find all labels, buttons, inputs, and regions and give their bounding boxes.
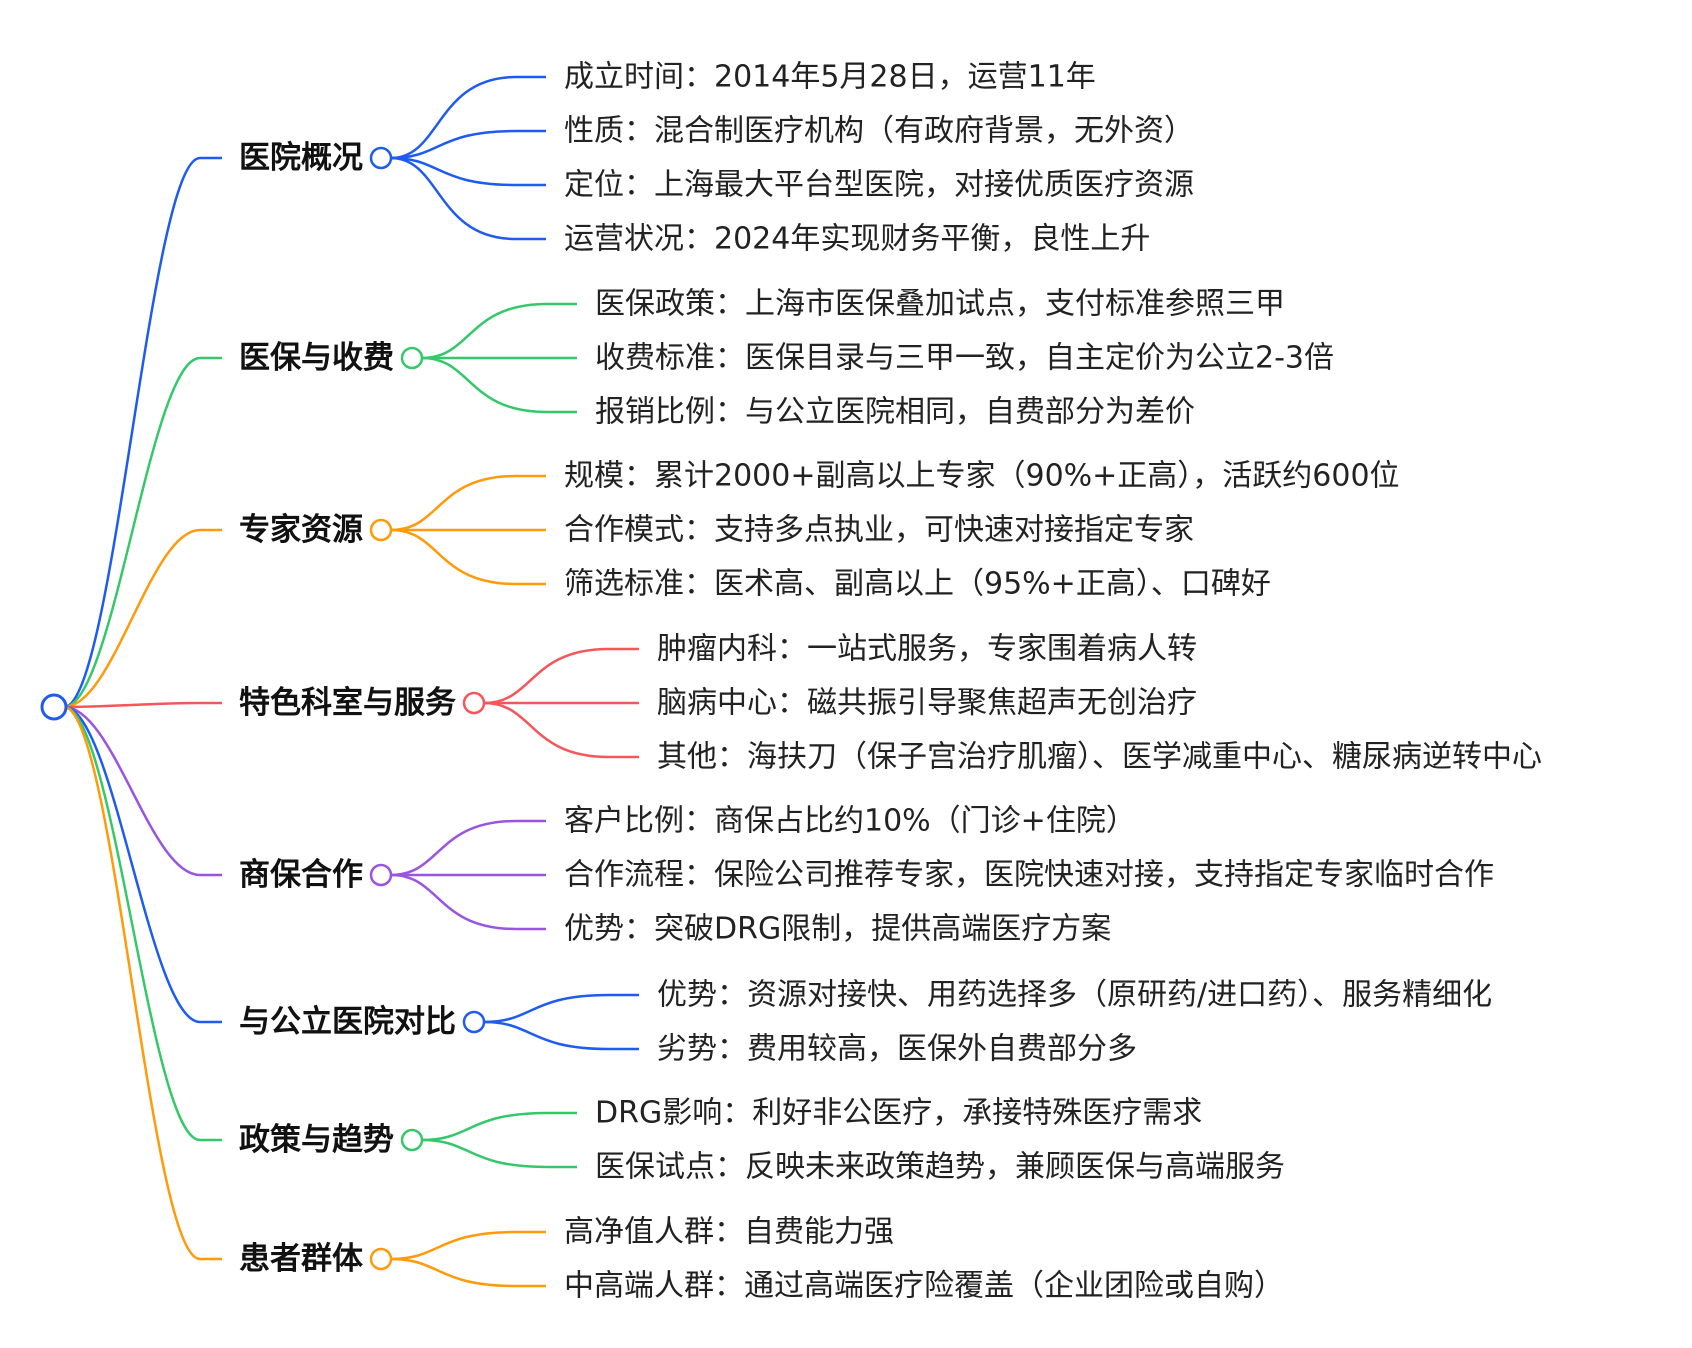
leaf-connector	[390, 156, 546, 241]
leaf-connector	[421, 1111, 577, 1142]
branch-label[interactable]: 患者群体	[239, 1241, 363, 1277]
leaf-node[interactable]: 合作模式：支持多点执业，可快速对接指定专家	[564, 513, 1194, 548]
leaf-node[interactable]: 中高端人群：通过高端医疗险覆盖（企业团险或自购）	[564, 1269, 1284, 1304]
leaf-connector	[421, 1138, 577, 1169]
leaf-node[interactable]: 高净值人群：自费能力强	[564, 1215, 894, 1250]
branch-label[interactable]: 专家资源	[239, 512, 363, 548]
branch-label[interactable]: 医院概况	[239, 140, 363, 176]
branch-6: 与公立医院对比 优势：资源对接快、用药选择多（原研药/进口药）、服务精细化劣势：费…	[239, 978, 1492, 1067]
leaf-node[interactable]: 其他：海扶刀（保子宫治疗肌瘤）、医学减重中心、糖尿病逆转中心	[657, 740, 1542, 775]
branch-2: 医保与收费 医保政策：上海市医保叠加试点，支付标准参照三甲收费标准：医保目录与三甲…	[239, 287, 1334, 430]
leaf-node[interactable]: 劣势：费用较高，医保外自费部分多	[657, 1032, 1137, 1067]
branch-label[interactable]: 与公立医院对比	[239, 1004, 456, 1040]
branch-collapse-toggle[interactable]	[369, 146, 393, 170]
branch-collapse-toggle[interactable]	[400, 346, 424, 370]
branch-collapse-toggle[interactable]	[400, 1128, 424, 1152]
leaf-node[interactable]: 性质：混合制医疗机构（有政府背景，无外资）	[564, 114, 1194, 149]
leaf-node[interactable]: 报销比例：与公立医院相同，自费部分为差价	[595, 395, 1195, 430]
leaf-connector	[483, 647, 639, 705]
leaf-node[interactable]: 客户比例：商保占比约10%（门诊+住院）	[564, 804, 1136, 839]
leaf-node[interactable]: 医保政策：上海市医保叠加试点，支付标准参照三甲	[595, 287, 1285, 322]
root-connector	[63, 701, 222, 709]
branch-label[interactable]: 医保与收费	[239, 340, 394, 376]
branch-collapse-toggle[interactable]	[462, 691, 486, 715]
leaf-connector	[483, 1020, 639, 1051]
leaf-connector	[390, 819, 546, 877]
leaf-connector	[390, 156, 546, 187]
leaf-connector	[390, 528, 546, 586]
root-connector	[63, 705, 222, 1024]
leaf-node[interactable]: 筛选标准：医术高、副高以上（95%+正高）、口碑好	[564, 567, 1271, 602]
leaf-node[interactable]: DRG影响：利好非公医疗，承接特殊医疗需求	[595, 1096, 1202, 1131]
branch-label[interactable]: 政策与趋势	[239, 1122, 394, 1158]
branch-collapse-toggle[interactable]	[369, 518, 393, 542]
root-node[interactable]	[40, 693, 68, 721]
branch-label[interactable]: 特色科室与服务	[239, 685, 456, 721]
leaf-node[interactable]: 规模：累计2000+副高以上专家（90%+正高），活跃约600位	[564, 459, 1400, 494]
leaf-connector	[390, 1230, 546, 1261]
leaf-connector	[390, 873, 546, 931]
leaf-connector	[483, 993, 639, 1024]
branch-collapse-toggle[interactable]	[369, 1247, 393, 1271]
branch-5: 商保合作 客户比例：商保占比约10%（门诊+住院） 合作流程：保险公司推荐专家，医院…	[239, 804, 1494, 947]
leaf-node[interactable]: 定位：上海最大平台型医院，对接优质医疗资源	[564, 168, 1194, 203]
leaf-node[interactable]: 肿瘤内科：一站式服务，专家围着病人转	[657, 632, 1197, 667]
branch-4: 特色科室与服务 肿瘤内科：一站式服务，专家围着病人转脑病中心：磁共振引导聚焦超声无…	[239, 632, 1542, 775]
branch-7: 政策与趋势 DRG影响：利好非公医疗，承接特殊医疗需求医保试点：反映未来政策趋势，…	[239, 1096, 1285, 1185]
leaf-connector	[390, 1257, 546, 1288]
root-connector	[63, 356, 222, 709]
branch-label[interactable]: 商保合作	[239, 857, 363, 893]
leaf-connector	[421, 302, 577, 360]
connector-lines	[63, 75, 639, 1288]
leaf-node[interactable]: 运营状况：2024年实现财务平衡，良性上升	[564, 222, 1150, 257]
branch-collapse-toggle[interactable]	[462, 1010, 486, 1034]
root-connector	[63, 528, 222, 709]
leaf-node[interactable]: 优势：突破DRG限制，提供高端医疗方案	[564, 912, 1111, 947]
root-connector	[63, 705, 222, 877]
branch-3: 专家资源 规模：累计2000+副高以上专家（90%+正高），活跃约600位合作模式…	[239, 459, 1400, 602]
branch-collapse-toggle[interactable]	[369, 863, 393, 887]
leaf-node[interactable]: 合作流程：保险公司推荐专家，医院快速对接，支持指定专家临时合作	[564, 858, 1494, 893]
leaf-connector	[390, 75, 546, 160]
branch-1: 医院概况 成立时间：2014年5月28日，运营11年性质：混合制医疗机构（有政府背…	[239, 60, 1194, 257]
leaf-node[interactable]: 医保试点：反映未来政策趋势，兼顾医保与高端服务	[595, 1150, 1285, 1185]
root-connector	[63, 705, 222, 1142]
leaf-node[interactable]: 优势：资源对接快、用药选择多（原研药/进口药）、服务精细化	[657, 978, 1492, 1013]
leaf-node[interactable]: 成立时间：2014年5月28日，运营11年	[564, 60, 1096, 95]
root-connector	[63, 705, 222, 1261]
leaf-connector	[421, 356, 577, 414]
leaf-node[interactable]: 收费标准：医保目录与三甲一致，自主定价为公立2-3倍	[595, 341, 1334, 376]
leaf-connector	[390, 129, 546, 160]
mindmap-nodes: 医院概况 成立时间：2014年5月28日，运营11年性质：混合制医疗机构（有政府背…	[239, 60, 1542, 1304]
leaf-node[interactable]: 脑病中心：磁共振引导聚焦超声无创治疗	[657, 686, 1197, 721]
leaf-connector	[390, 474, 546, 532]
root-connector	[63, 156, 222, 709]
leaf-connector	[483, 701, 639, 759]
